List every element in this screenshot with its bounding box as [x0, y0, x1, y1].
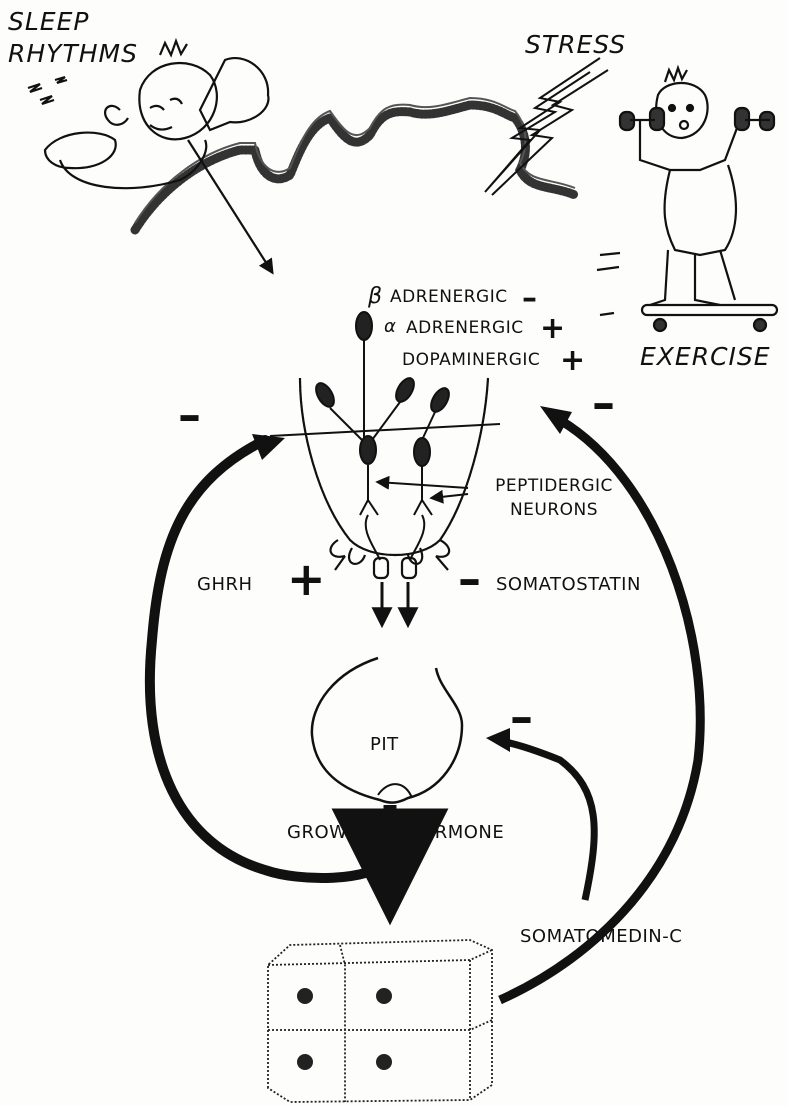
- beta-symbol: β: [368, 284, 383, 309]
- pituitary: [312, 658, 462, 803]
- pituitary-feedback-sign: –: [510, 702, 534, 732]
- beta-sign: –: [522, 284, 538, 314]
- target-cells: [268, 940, 492, 1102]
- alpha-sign: +: [540, 314, 566, 344]
- somatomedin-pituitary-loop: [505, 742, 594, 900]
- hypothalamus: [300, 378, 488, 578]
- dopaminergic-sign: +: [560, 346, 586, 376]
- somatomedin-label: SOMATOMEDIN-C: [520, 926, 682, 947]
- sleep-rhythms-label: SLEEP RHYTHMS: [8, 6, 178, 70]
- right-feedback-sign: –: [592, 388, 616, 418]
- gh-feedback-loop: [150, 440, 390, 878]
- stress-label: STRESS: [525, 30, 626, 59]
- somatomedin-pituitary-arrowhead: [486, 728, 510, 752]
- stress-lightning-icon: [485, 58, 608, 195]
- somatostatin-sign: –: [458, 564, 482, 594]
- ghrh-sign: +: [287, 564, 326, 594]
- pituitary-label: PIT: [370, 734, 399, 755]
- alpha-adrenergic-label: ADRENERGIC: [406, 318, 524, 338]
- peptidergic-neurons-label: PEPTIDERGIC NEURONS: [484, 474, 624, 522]
- somatostatin-label: SOMATOSTATIN: [496, 574, 641, 595]
- alpha-symbol: α: [384, 316, 396, 337]
- ghrh-label: GHRH: [197, 574, 253, 595]
- dopaminergic-label: DOPAMINERGIC: [402, 350, 540, 370]
- exercise-label: EXERCISE: [640, 342, 771, 371]
- left-feedback-sign: –: [178, 400, 202, 430]
- growth-label: GROWTH: [287, 822, 373, 843]
- hormone-label: HORMONE: [406, 822, 504, 843]
- beta-adrenergic-label: ADRENERGIC: [390, 287, 508, 307]
- exercise-figure-icon: [597, 68, 777, 331]
